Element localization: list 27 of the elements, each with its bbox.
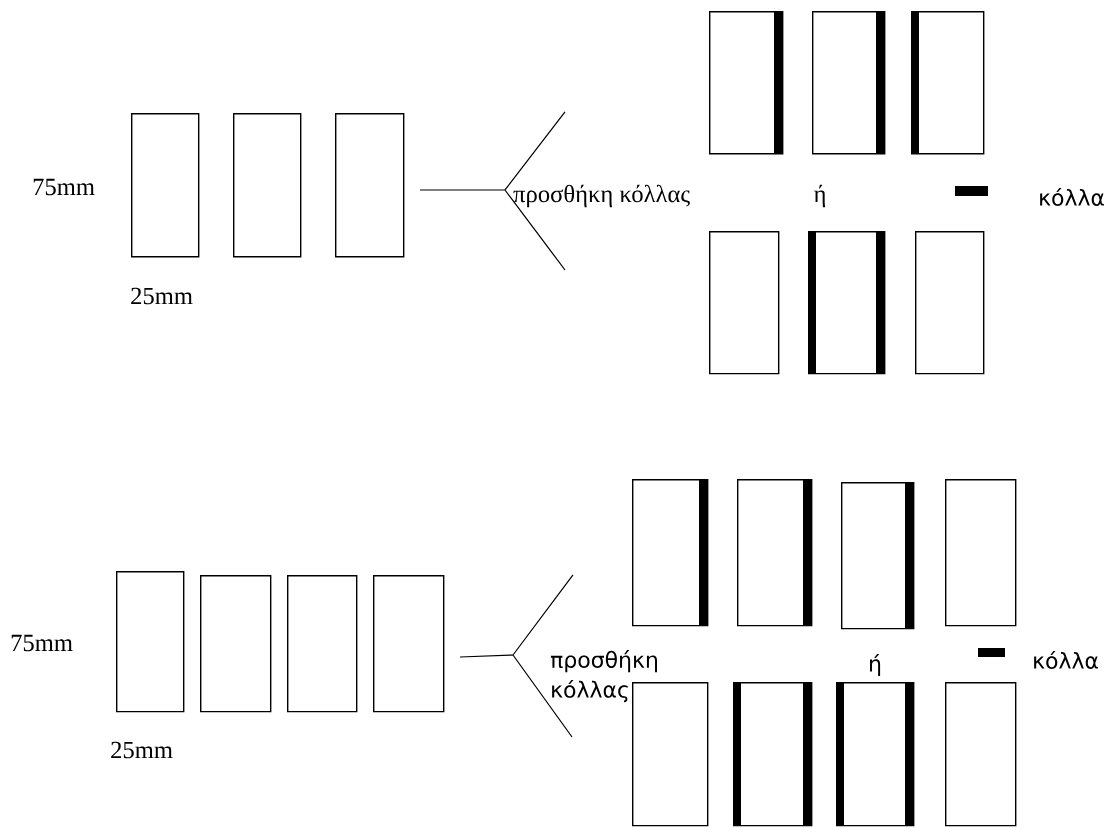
slide-box bbox=[709, 231, 780, 375]
slide-box bbox=[632, 682, 709, 827]
slide-box bbox=[841, 482, 915, 630]
dimension-label: 25mm bbox=[111, 741, 173, 759]
slide-box bbox=[737, 479, 813, 627]
slide-box bbox=[709, 11, 784, 155]
slide-box bbox=[915, 231, 985, 375]
slide-box bbox=[233, 113, 302, 258]
slide-box bbox=[373, 575, 445, 713]
slide-box bbox=[945, 479, 1017, 627]
dimension-label: 25mm bbox=[131, 287, 193, 305]
slide-box bbox=[812, 11, 886, 155]
slide-box bbox=[200, 575, 272, 713]
legend-text: κόλλα bbox=[1040, 188, 1104, 206]
slide-box bbox=[131, 113, 200, 258]
dimension-label: 75mm bbox=[33, 178, 95, 196]
dimension-label: 75mm bbox=[11, 634, 73, 652]
or-text: ή bbox=[870, 653, 881, 677]
slide-box bbox=[632, 479, 709, 627]
slide-box bbox=[335, 113, 405, 258]
note-text: προσθήκη κόλλας bbox=[550, 650, 657, 703]
slide-box bbox=[945, 682, 1017, 827]
slide-box bbox=[116, 571, 185, 713]
note-text: προσθήκη κόλλας bbox=[513, 184, 690, 208]
legend-text: κόλλα bbox=[1034, 651, 1098, 669]
slide-box bbox=[287, 575, 358, 713]
or-text: ή bbox=[813, 184, 826, 208]
